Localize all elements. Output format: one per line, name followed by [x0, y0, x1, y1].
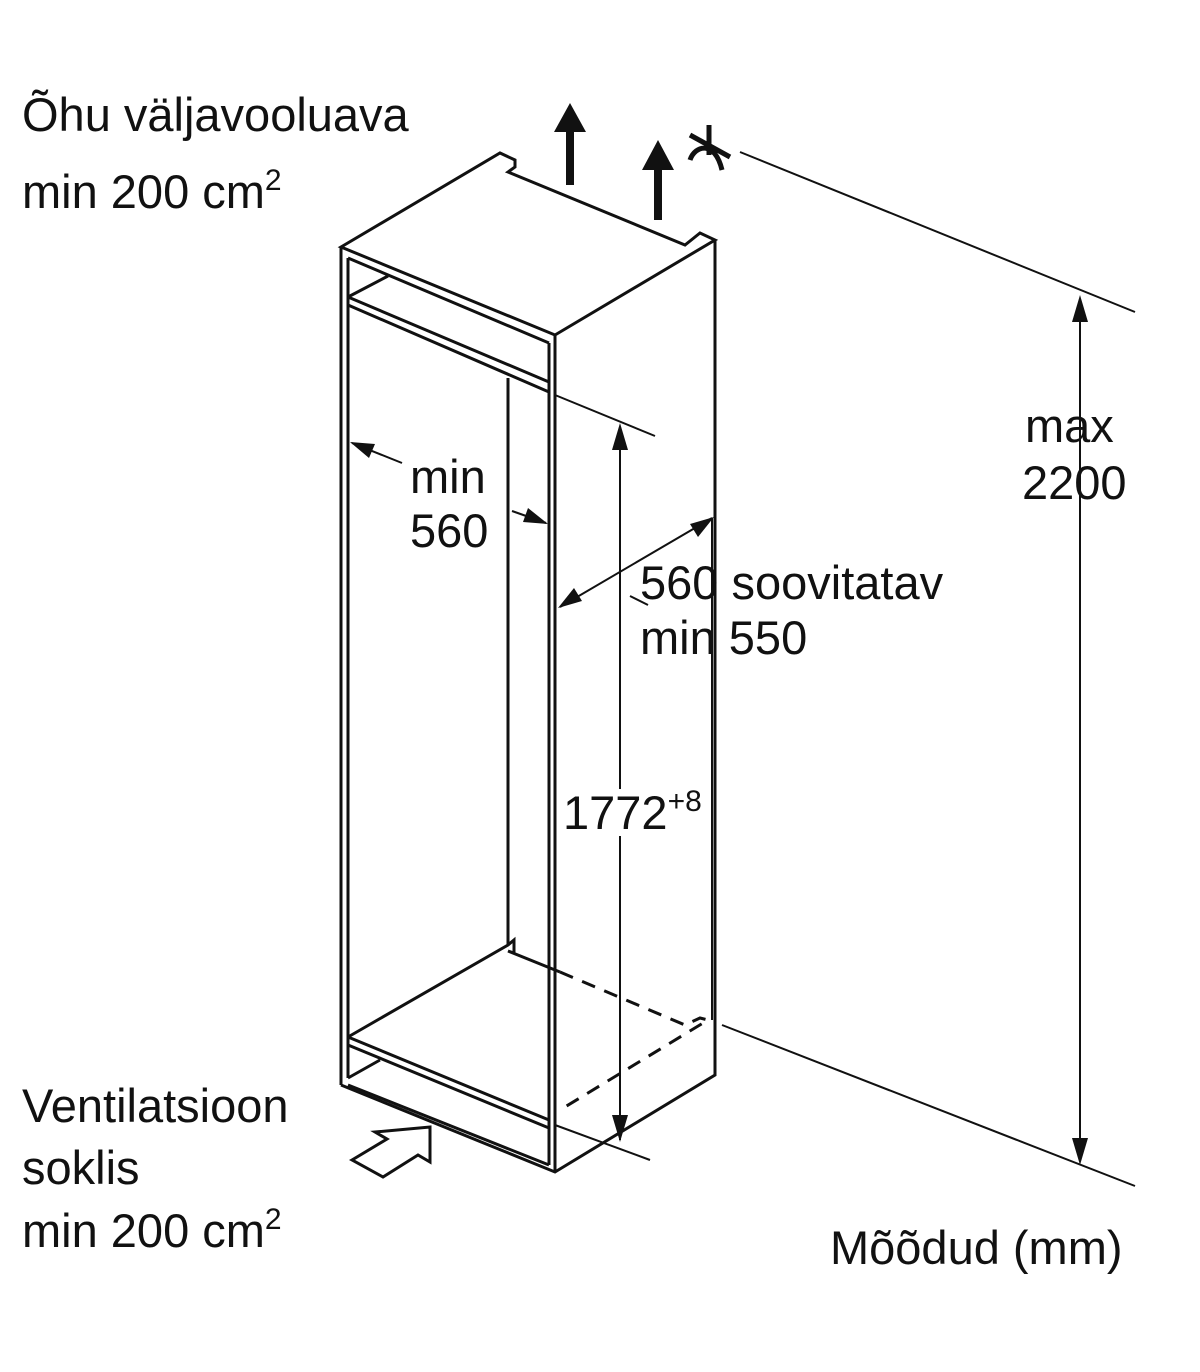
cabinet-top-rail	[347, 256, 550, 394]
max-height-value: 2200	[1022, 456, 1127, 509]
ventilation-label-line3: min 200 cm2	[22, 1204, 282, 1257]
ventilation-label-line1: Ventilatsioon	[22, 1079, 289, 1132]
air-outlet-area: min 200 cm	[22, 165, 265, 218]
ventilation-superscript: 2	[264, 1203, 282, 1236]
air-outlet-superscript: 2	[264, 164, 282, 197]
depth-dimension-line	[559, 517, 713, 1020]
height-arrowhead-top	[612, 423, 628, 450]
air-outlet-arrow-2	[642, 140, 674, 220]
depth-arrowhead-right	[690, 517, 714, 537]
ventilation-area: min 200 cm	[22, 1204, 265, 1257]
niche-arrowhead-right	[523, 508, 548, 524]
cabinet-bottom-rail	[347, 1035, 550, 1167]
depth-arrowhead-left	[558, 588, 582, 608]
air-outlet-label-line1: Õhu väljavooluava	[22, 88, 409, 141]
height-value: 1772	[563, 786, 668, 839]
max-arrowhead-bottom	[1072, 1138, 1088, 1165]
height-arrowhead-bottom	[612, 1115, 628, 1142]
niche-arrowhead-left	[350, 442, 375, 458]
max-extension-top	[739, 151, 1136, 313]
install-symbol-icon	[687, 125, 732, 171]
max-extension-bottom	[721, 1024, 1136, 1187]
depth-recommended-label: 560 soovitatav	[640, 556, 944, 609]
cabinet-front-bottom-edge	[340, 240, 717, 1174]
hidden-floor-lines	[559, 970, 712, 1112]
height-extension-top	[554, 394, 656, 437]
units-note: Mõõdud (mm)	[830, 1221, 1123, 1274]
ventilation-inlet-arrow	[348, 1125, 432, 1179]
cabinet-top-panel	[337, 151, 719, 337]
air-outlet-arrow-1	[554, 103, 586, 185]
niche-width-label: min	[410, 450, 486, 503]
max-height-label: max	[1025, 399, 1114, 452]
height-tolerance: +8	[667, 785, 702, 818]
air-outlet-label-line2: min 200 cm2	[22, 165, 282, 218]
niche-width-value: 560	[410, 504, 489, 557]
cabinet-bottom-panel	[347, 936, 561, 1039]
height-label: 1772+8	[563, 786, 702, 839]
max-arrowhead-top	[1072, 295, 1088, 322]
depth-min-label: min 550	[640, 611, 808, 664]
height-extension-bottom	[554, 1124, 651, 1161]
ventilation-label-line2: soklis	[22, 1141, 140, 1194]
